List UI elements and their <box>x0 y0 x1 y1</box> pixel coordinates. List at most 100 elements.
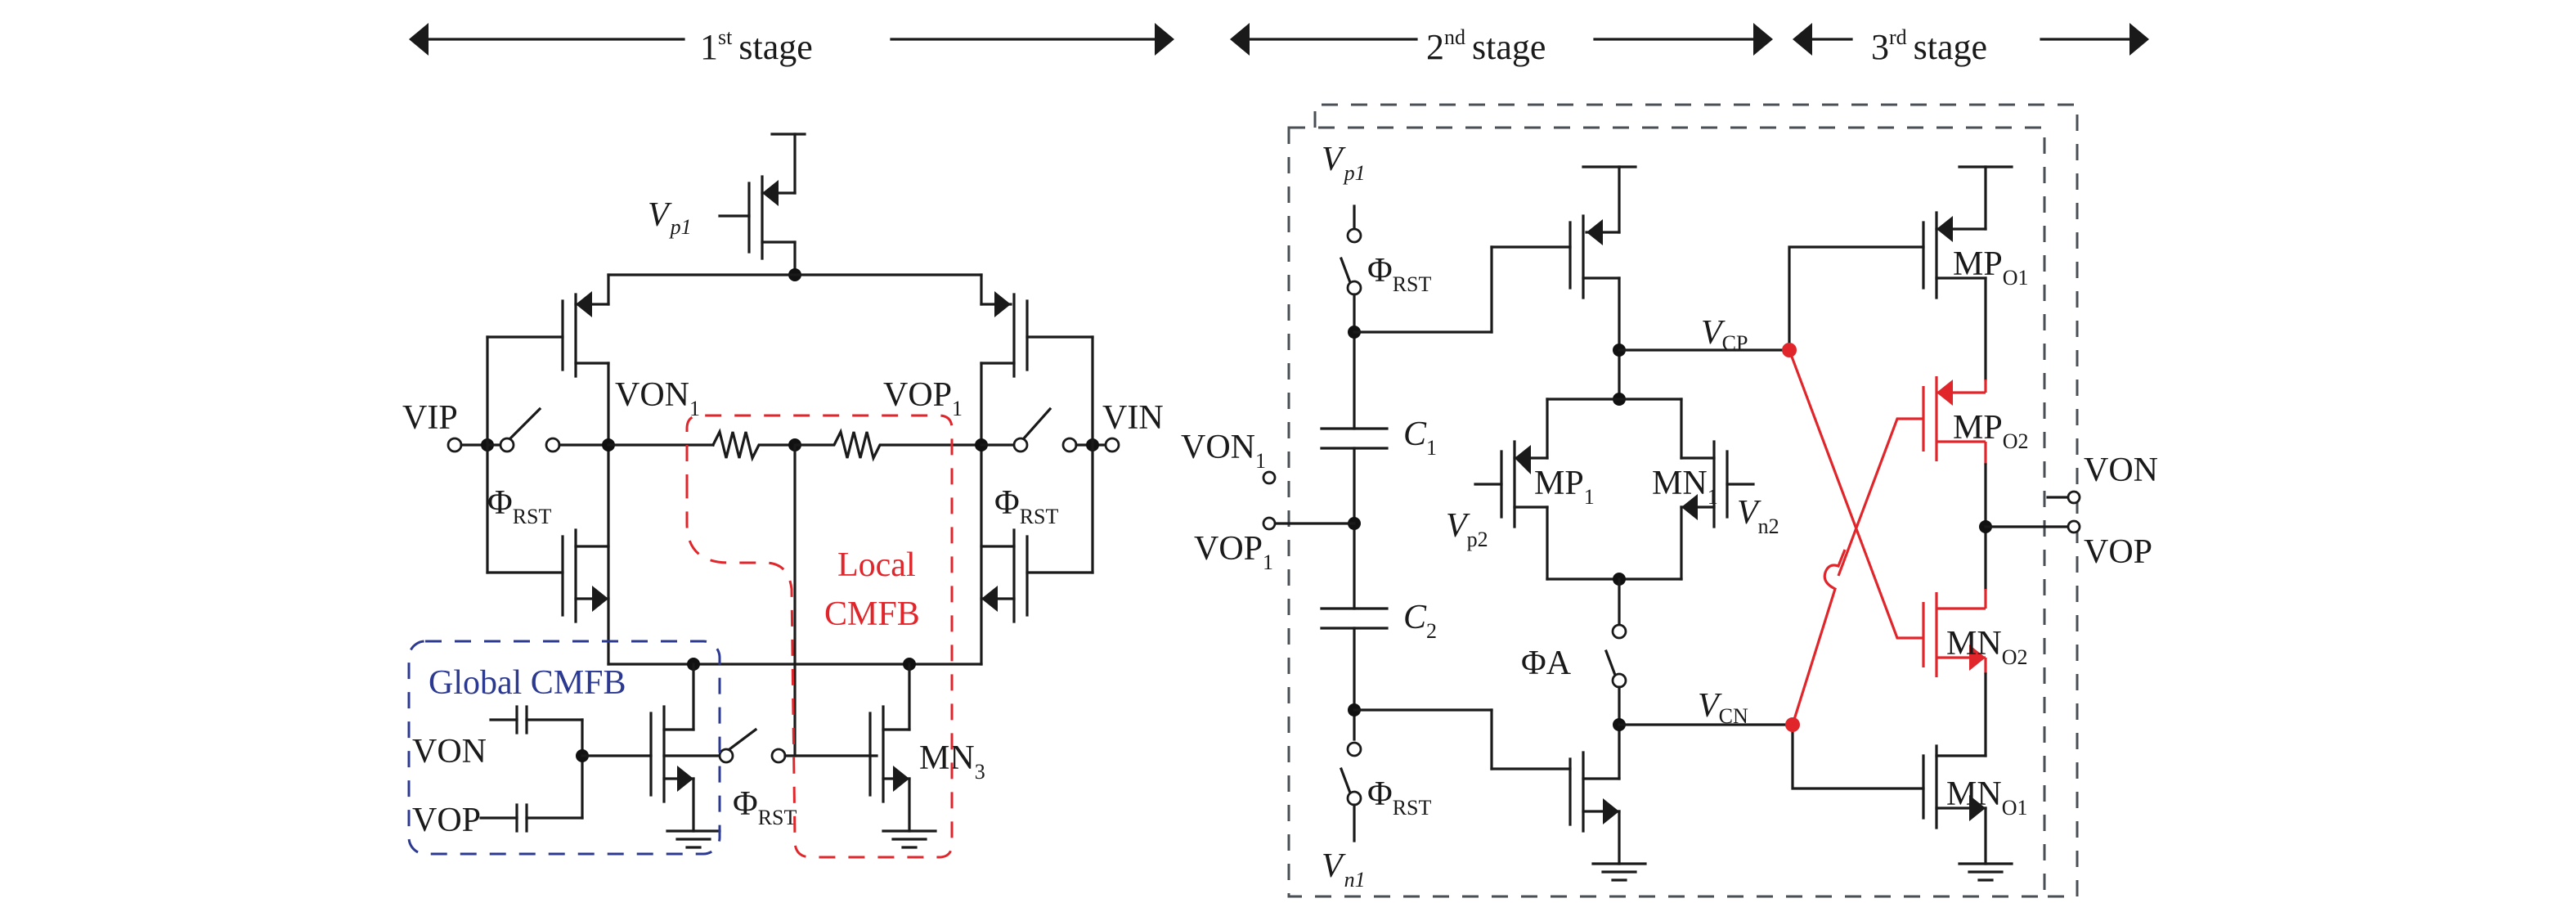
pmos-arrow-icon <box>1936 216 1953 242</box>
mn3-label: MN3 <box>919 739 985 784</box>
stage2-top-pmos <box>1568 165 1637 401</box>
arrow-left-icon <box>1793 23 1812 56</box>
local-cmfb-label-1: Local <box>837 546 916 584</box>
stage-2-3-outer-frame <box>1313 103 2079 898</box>
resistor-left <box>711 428 797 462</box>
mn1-transistor <box>1680 440 1755 528</box>
c2-label: C2 <box>1403 599 1437 643</box>
pmos-arrow-icon <box>1936 380 1953 406</box>
cross-couple-wire <box>1791 549 1847 726</box>
nmos-arrow-icon <box>1969 795 1986 821</box>
vp2-label: Vp2 <box>1446 507 1488 551</box>
vcn-label: VCN <box>1698 687 1748 728</box>
reset-switch-cmfb-blade <box>727 727 758 752</box>
vop1-input-terminal[interactable] <box>1262 516 1277 531</box>
tail-pmos <box>718 133 806 276</box>
vip-label: VIP <box>402 399 458 437</box>
local-cmfb-box <box>685 414 954 859</box>
mno2-label: MNO2 <box>1946 625 2027 669</box>
phi-rst-bottom-label: ΦRST <box>1367 775 1432 820</box>
vin-terminal[interactable] <box>1104 437 1120 453</box>
von-output-terminal[interactable] <box>2067 490 2081 505</box>
vin-label: VIN <box>1102 399 1164 437</box>
mp1-transistor <box>1474 440 1549 528</box>
vop-output-terminal[interactable] <box>2067 519 2081 534</box>
arrow-left-icon <box>1230 23 1250 56</box>
mno1-transistor <box>1922 744 2013 882</box>
nmos-arrow-icon <box>1969 645 1986 671</box>
input-pmos-left <box>486 273 610 666</box>
nmos-arrow-icon <box>592 586 608 612</box>
reset-switch-left-contact <box>499 437 515 453</box>
global-cmfb-label: Global CMFB <box>429 664 626 702</box>
load-nmos-right <box>980 528 1094 623</box>
pmos-arrow-icon <box>762 180 779 206</box>
stage2-bottom-nmos <box>1568 751 1647 882</box>
mpo1-transistor <box>1922 165 2013 381</box>
nmos-arrow-icon <box>893 766 909 792</box>
vop-output-label: VOP <box>2084 533 2152 571</box>
phi-rst-top-label: ΦRST <box>1367 252 1432 296</box>
phi-a-label: ΦA <box>1521 645 1572 682</box>
mpo2-label: MPO2 <box>1953 409 2028 453</box>
global-cmfb-vop-label: VOP <box>412 802 481 839</box>
vop1-label: VOP1 <box>883 376 963 420</box>
arrow-right-icon <box>1155 23 1174 56</box>
mno2-transistor <box>1788 349 1987 677</box>
phi-rst-left-label: ΦRST <box>487 484 552 528</box>
pmos-arrow-icon <box>994 291 1011 317</box>
phi-rst-right-label: ΦRST <box>994 484 1059 528</box>
input-pmos-right <box>980 273 1094 666</box>
pmos-arrow-icon <box>576 291 592 317</box>
mn3-transistor <box>868 663 937 849</box>
nmos-arrow-icon <box>981 586 998 612</box>
pmos-arrow-icon <box>1586 219 1603 245</box>
vcp-label: VCP <box>1701 314 1748 355</box>
von1-label: VON1 <box>615 376 700 420</box>
arrow-right-icon <box>1753 23 1773 56</box>
von-output-label: VON <box>2084 452 2158 489</box>
nmos-arrow-icon <box>677 766 693 792</box>
local-cmfb-label-2: CMFB <box>824 595 920 633</box>
von1-input-label: VON1 <box>1181 429 1266 473</box>
mpo1-label: MPO1 <box>1953 245 2028 290</box>
resistor-right <box>793 428 983 462</box>
global-cmfb-nmos <box>649 663 721 849</box>
mno1-label: MNO1 <box>1946 775 2027 820</box>
phi-rst-cmfb-label: ΦRST <box>733 785 797 829</box>
load-nmos-left <box>486 528 610 623</box>
global-cmfb-box <box>407 640 721 856</box>
global-cmfb-von-label: VON <box>412 733 487 770</box>
stage-2-3-inner-frame <box>1287 126 2046 898</box>
vop1-input-label: VOP1 <box>1194 530 1273 574</box>
reset-switch-top-blade <box>1339 256 1353 287</box>
vip-terminal[interactable] <box>447 437 463 453</box>
mn1-label: MN1 <box>1652 465 1718 509</box>
mp1-label: MP1 <box>1534 465 1595 509</box>
phi-a-switch-blade <box>1604 649 1618 680</box>
c1-label: C1 <box>1403 416 1437 460</box>
mpo2-transistor <box>1837 376 1987 577</box>
von1-input-terminal[interactable] <box>1262 470 1277 485</box>
reset-switch-bottom-blade <box>1339 766 1353 797</box>
nmos-arrow-icon <box>1603 798 1619 824</box>
stage-3-circuit: MPO1 MPO2 VON VOP <box>1782 165 2158 882</box>
vn2-label: Vn2 <box>1737 494 1779 538</box>
arrow-left-icon <box>409 23 429 56</box>
nmos-arrow-icon <box>1681 494 1698 520</box>
reset-switch-left-blade <box>508 407 542 441</box>
arrow-right-icon <box>2129 23 2149 56</box>
reset-switch-right-blade <box>1021 407 1052 441</box>
